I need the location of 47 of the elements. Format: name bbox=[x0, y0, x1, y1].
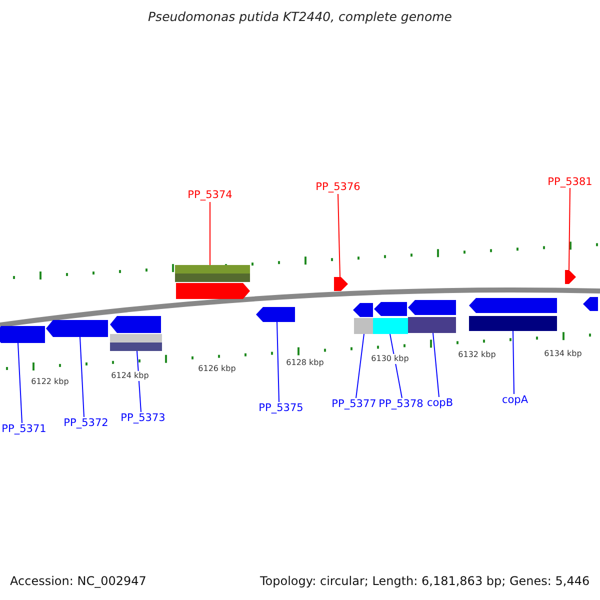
gene-feature bbox=[565, 270, 576, 284]
scale-label: 6122 kbp bbox=[30, 377, 70, 387]
leader-line bbox=[356, 334, 364, 398]
gene-label: PP_5381 bbox=[548, 176, 592, 189]
gene-label: PP_5374 bbox=[188, 189, 232, 202]
gene-bar bbox=[110, 334, 162, 351]
gene-feature bbox=[374, 302, 407, 316]
leader-line bbox=[276, 322, 280, 402]
scale-label: 6130 kbp bbox=[370, 354, 410, 364]
gene-bar bbox=[408, 317, 456, 333]
footer-text: Accession: NC_002947 bbox=[10, 574, 146, 588]
gene-bar bbox=[354, 318, 373, 334]
scale-label: 6132 kbp bbox=[457, 350, 497, 360]
leader-line bbox=[568, 188, 570, 270]
gene-label: PP_5376 bbox=[316, 181, 360, 194]
gene-feature bbox=[0, 326, 45, 343]
gene-label: PP_5377 bbox=[332, 398, 376, 411]
gene-bar bbox=[373, 318, 408, 334]
gene-feature bbox=[110, 316, 161, 333]
leader-line bbox=[18, 342, 22, 424]
gene-label: PP_5378 bbox=[378, 398, 424, 411]
leader-line bbox=[338, 194, 340, 278]
gene-feature bbox=[334, 277, 348, 291]
scale-label: 6134 kbp bbox=[543, 349, 583, 359]
gene-label: copB bbox=[426, 397, 454, 410]
gene-label: PP_5371 bbox=[2, 423, 46, 436]
leader-line bbox=[432, 332, 440, 398]
gene-feature bbox=[176, 283, 250, 299]
leader-line bbox=[80, 336, 84, 418]
gene-label: PP_5375 bbox=[258, 402, 304, 415]
footer-text: Topology: circular; Length: 6,181,863 bp; Genes: 5,446 bbox=[260, 574, 590, 588]
scale-label: 6126 kbp bbox=[197, 364, 237, 374]
gene-feature bbox=[408, 300, 456, 315]
gene-bar bbox=[175, 265, 250, 282]
gene-feature bbox=[46, 320, 108, 337]
scale-label: 6124 kbp bbox=[110, 371, 150, 381]
gene-feature bbox=[353, 303, 373, 317]
gene-feature bbox=[256, 307, 295, 322]
gene-label: copA bbox=[502, 394, 528, 407]
scale-label: 6128 kbp bbox=[285, 358, 325, 368]
gene-feature bbox=[469, 298, 557, 313]
title: Pseudomonas putida KT2440, complete genome bbox=[148, 9, 452, 24]
leader-line bbox=[512, 330, 514, 394]
gene-label: PP_5373 bbox=[120, 412, 166, 425]
gene-feature bbox=[583, 297, 598, 311]
gene-label: PP_5372 bbox=[64, 417, 108, 430]
gene-bar bbox=[469, 316, 557, 331]
